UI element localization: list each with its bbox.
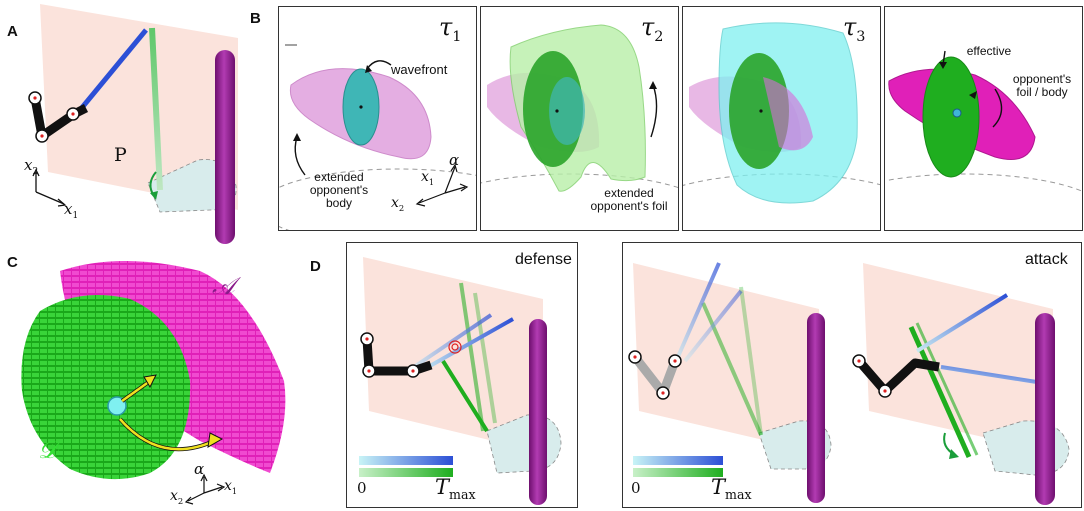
panel-label-b: B — [250, 10, 261, 27]
panel-label-c: C — [7, 254, 18, 271]
defense-label: defense — [515, 251, 572, 268]
tau2-label: τ2 — [641, 13, 664, 45]
axis-alpha-b: α — [449, 151, 460, 169]
panel-b-tau1-box: τ1 wavefront extended opponent's body α … — [278, 6, 477, 231]
axis-x2-c: x2 — [170, 488, 184, 506]
tau1-label: τ1 — [439, 13, 462, 45]
tau3-label: τ3 — [843, 13, 866, 45]
axis-x1-b: x1 — [421, 169, 435, 187]
effective-green — [922, 56, 980, 178]
panel-d-attack-box: attack 0 Tmax — [622, 242, 1082, 508]
legend-tmax-attack: Tmax — [711, 475, 752, 503]
panel-b-effective-box: effective opponent's foil / body — [884, 6, 1083, 231]
legend-tmax-defense: Tmax — [435, 475, 476, 503]
extended-foil-label: extended opponent's foil — [590, 186, 668, 213]
set-d-region — [21, 295, 191, 480]
robot-arm — [30, 97, 89, 141]
panel-b-tau3-box: τ3 — [682, 6, 881, 231]
wavefront-label: wavefront — [391, 62, 448, 77]
axes-a — [32, 168, 67, 207]
opponent-body — [215, 50, 235, 244]
plane-p — [40, 4, 238, 210]
opponent-foil — [149, 27, 163, 191]
legend-green-bar — [359, 468, 453, 477]
legend-zero-attack: 0 — [631, 479, 641, 497]
extended-body-label: extended opponent's body — [309, 170, 369, 210]
set-a-label: 𝒜 — [212, 272, 235, 300]
axis-x1-c: x1 — [224, 478, 238, 496]
legend-zero-defense: 0 — [357, 479, 367, 497]
attack-label: attack — [1025, 251, 1068, 268]
panel-c-illustration — [21, 261, 286, 505]
axis-x2-a: x2 — [24, 156, 39, 177]
robot-foil — [78, 28, 148, 112]
set-d-label: 𝒟 — [38, 436, 58, 464]
axis-alpha-c: α — [194, 460, 205, 478]
effective-label: opponent's foil / body — [1012, 72, 1072, 99]
state-point — [107, 396, 127, 416]
axis-x2-b: x2 — [391, 195, 405, 213]
panel-a-illustration — [28, 4, 238, 244]
effective-label-top: effective — [966, 44, 1012, 58]
panel-b-tau2-box: τ2 extended opponent's foil — [480, 6, 679, 231]
axis-x1-a: x1 — [64, 200, 79, 221]
plane-label-p: P — [114, 144, 127, 166]
panel-label-d: D — [310, 258, 321, 275]
legend-cyan-bar — [359, 456, 453, 465]
panel-label-a: A — [7, 23, 18, 40]
panel-d-defense-box: defense 0 Tmax — [346, 242, 578, 508]
